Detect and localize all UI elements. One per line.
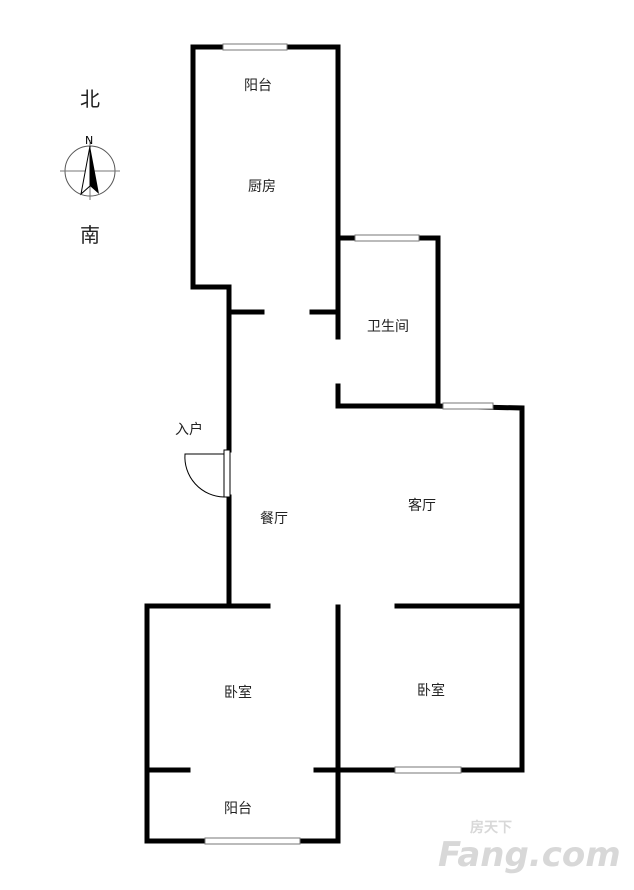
south-label: 南 [80,223,100,247]
compass-needle-letter: N [85,134,93,147]
room-bathroom: 卫生间 [367,319,409,335]
compass-needle-shade [80,145,91,196]
window-bedroom-right [394,766,462,774]
room-balcony-top: 阳台 [244,78,272,94]
window-balcony-bottom [204,837,301,845]
room-labels: 阳台 厨房 卫生间 入户 餐厅 客厅 卧室 卧室 阳台 [175,78,445,817]
watermark: 房天下 Fang.com [438,819,621,875]
compass: 北 N 南 [60,87,120,247]
window-balcony-top [222,43,288,51]
room-balcony-bottom: 阳台 [224,801,252,817]
entrance-door-icon [184,449,231,498]
window-living [442,402,494,410]
room-bedroom-right: 卧室 [417,682,445,699]
compass-needle-icon [90,146,99,194]
room-dining: 餐厅 [260,511,288,527]
watermark-main: Fang.com [438,835,621,875]
walls [144,44,525,844]
room-bedroom-left: 卧室 [224,684,252,701]
room-kitchen: 厨房 [248,179,276,195]
window-bathroom [354,234,420,242]
north-label: 北 [80,87,100,111]
windows [204,43,494,845]
room-living: 客厅 [408,497,436,514]
watermark-top: 房天下 [470,819,512,836]
room-entrance: 入户 [175,421,203,438]
